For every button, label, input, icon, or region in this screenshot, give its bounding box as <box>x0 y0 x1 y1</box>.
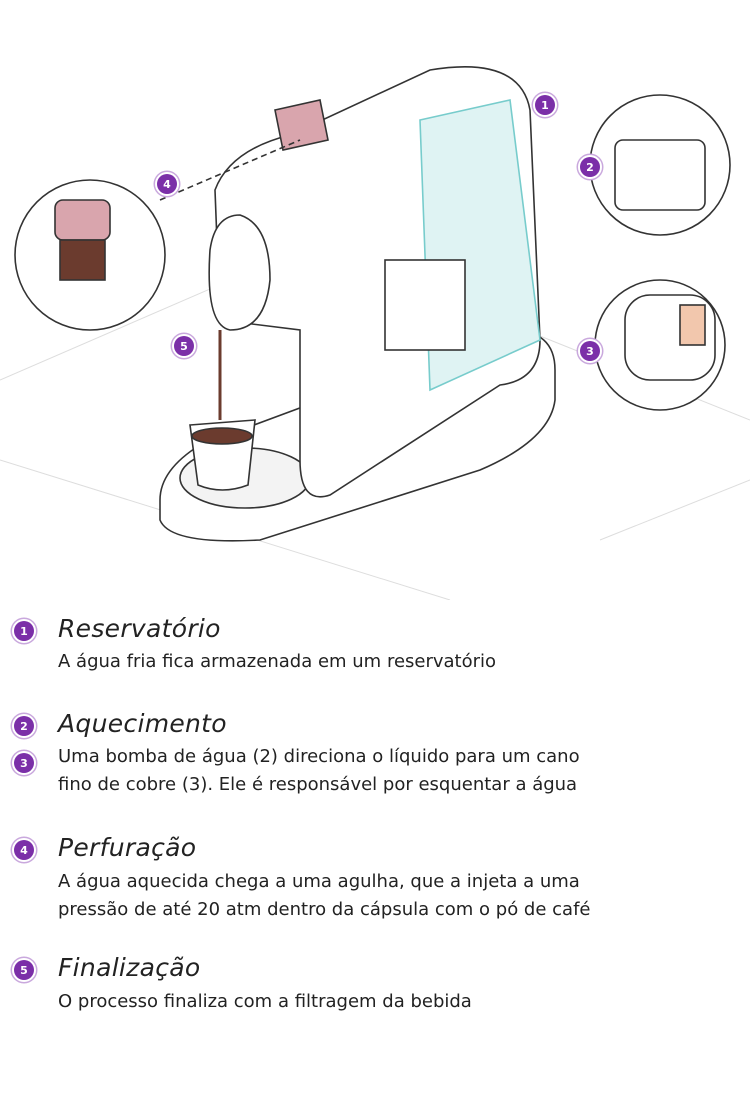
badge-5: 5 <box>174 336 194 356</box>
badge-1: 1 <box>535 95 555 115</box>
step-desc: O processo finaliza com a filtragem da b… <box>58 991 472 1012</box>
brew-head <box>208 214 271 331</box>
step-desc: pressão de até 20 atm dentro da cápsula … <box>58 899 591 920</box>
step-badge-2: 2 <box>14 716 34 736</box>
badge-2: 2 <box>580 157 600 177</box>
step-desc: Uma bomba de água (2) direciona o líquid… <box>58 746 580 767</box>
badge-4: 4 <box>157 174 177 194</box>
step-title-aquecimento: Aquecimento <box>58 709 227 738</box>
step-title-finalizacao: Finalização <box>58 953 201 982</box>
step-desc: A água fria fica armazenada em um reserv… <box>58 651 497 672</box>
step-badge-1: 1 <box>14 621 34 641</box>
coffee-machine-illustration <box>0 66 750 600</box>
step-title-reservatorio: Reservatório <box>58 614 221 643</box>
capsule <box>274 99 329 151</box>
step-badge-5: 5 <box>14 960 34 980</box>
step-badge-4: 4 <box>14 840 34 860</box>
step-badge-3: 3 <box>14 753 34 773</box>
badge-3: 3 <box>580 341 600 361</box>
step-desc: A água aquecida chega a uma agulha, que … <box>58 871 580 892</box>
step-title-perfuracao: Perfuração <box>58 833 197 862</box>
step-desc: fino de cobre (3). Ele é responsável por… <box>58 774 578 795</box>
pump <box>384 259 466 351</box>
